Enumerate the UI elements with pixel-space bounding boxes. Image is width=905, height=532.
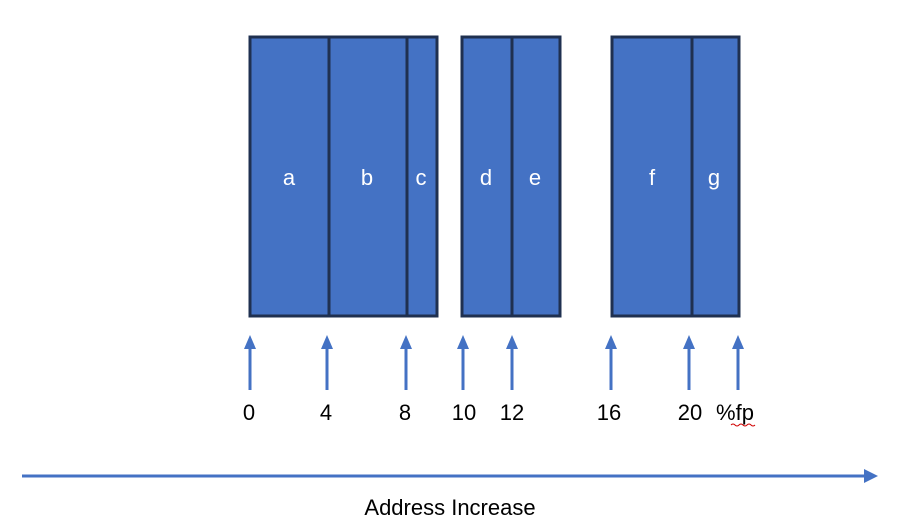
- address-marker-label: 4: [320, 400, 332, 425]
- address-axis-arrowhead: [864, 469, 878, 483]
- memory-cell-label-d: d: [480, 165, 492, 190]
- memory-cell-label-a: a: [283, 165, 296, 190]
- address-marker-arrowhead: [321, 335, 333, 349]
- memory-cell-label-f: f: [649, 165, 656, 190]
- address-marker: 10: [452, 335, 476, 425]
- memory-cell-label-c: c: [416, 165, 427, 190]
- address-marker-label: 0: [243, 400, 255, 425]
- address-marker: 8: [399, 335, 412, 425]
- memory-cell-a: [248, 35, 331, 318]
- address-marker-arrowhead: [506, 335, 518, 349]
- address-marker: 20: [678, 335, 702, 425]
- address-marker-arrowhead: [400, 335, 412, 349]
- memory-blocks: [248, 35, 741, 318]
- address-marker-label: 16: [597, 400, 621, 425]
- address-marker-arrowhead: [683, 335, 695, 349]
- memory-block-labels: a b c d e f g: [283, 165, 720, 190]
- address-markers: 0 4 8 10 12 16 20 %fp: [243, 335, 756, 427]
- memory-cell-label-e: e: [529, 165, 541, 190]
- memory-cell-e: [510, 35, 562, 318]
- address-marker-label: 10: [452, 400, 476, 425]
- memory-cell-b: [327, 35, 409, 318]
- address-marker-label: 12: [500, 400, 524, 425]
- address-marker: 12: [500, 335, 524, 425]
- spellcheck-underline: [730, 423, 756, 427]
- address-marker-arrowhead: [605, 335, 617, 349]
- address-marker: 0: [243, 335, 256, 425]
- address-marker: 16: [597, 335, 621, 425]
- memory-cell-label-g: g: [708, 165, 720, 190]
- address-marker: 4: [320, 335, 333, 425]
- address-marker-label: 8: [399, 400, 411, 425]
- address-marker: %fp: [716, 335, 756, 427]
- address-marker-arrowhead: [732, 335, 744, 349]
- address-marker-label: %fp: [716, 400, 754, 425]
- address-marker-label: 20: [678, 400, 702, 425]
- memory-cell-c: [405, 35, 439, 318]
- address-marker-arrowhead: [457, 335, 469, 349]
- memory-cell-g: [690, 35, 741, 318]
- memory-cell-label-b: b: [361, 165, 373, 190]
- address-axis: Address Increase: [22, 469, 878, 520]
- memory-cell-f: [610, 35, 694, 318]
- address-marker-arrowhead: [244, 335, 256, 349]
- address-axis-caption: Address Increase: [364, 495, 535, 520]
